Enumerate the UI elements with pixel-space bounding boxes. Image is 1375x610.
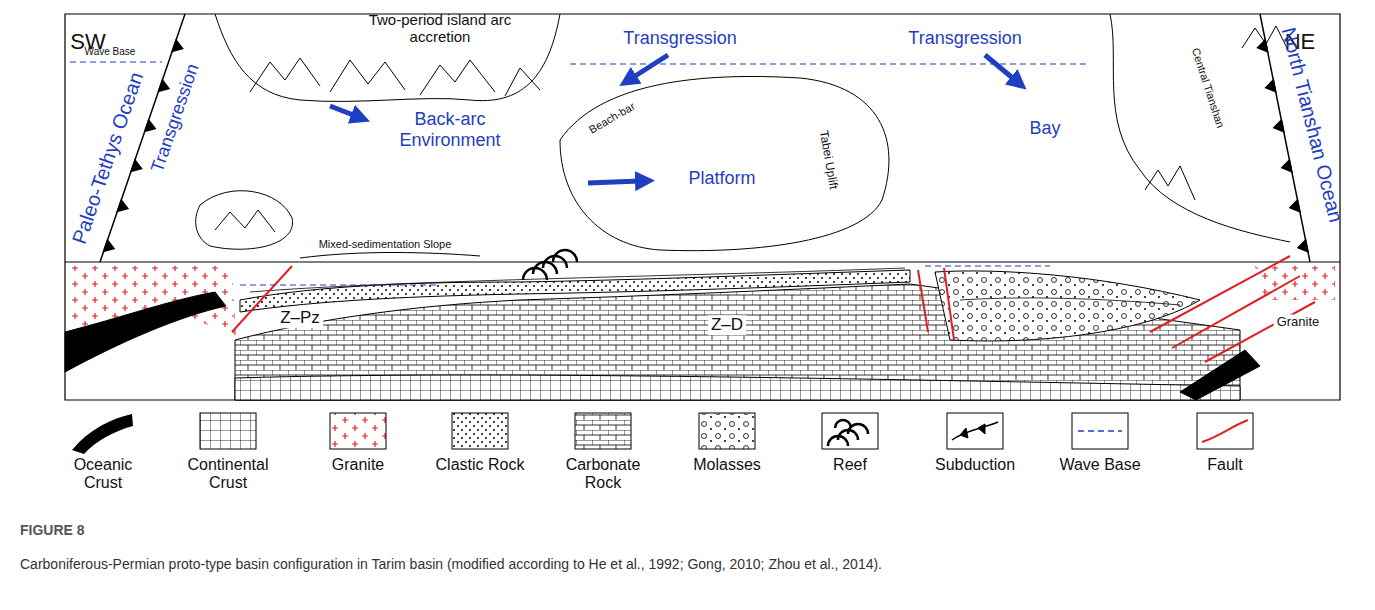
subduction-zones [100,14,1310,262]
cross-section [65,266,1335,400]
environment-label: Back-arc Environment [380,109,520,150]
figure-number: FIGURE 8 [20,522,85,538]
environment-label: Platform [688,168,755,189]
legend-text: Granite [310,456,406,474]
legend-text: Clastic Rock [432,456,528,474]
block-outline [65,14,1340,400]
legend-text: Subduction [927,456,1023,474]
transgression-arrows [330,55,1015,183]
legend-text: Oceanic Crust [55,456,151,493]
feature-label: Mixed-sedimentation Slope [319,238,452,251]
process-label: Transgression [623,28,736,49]
rock-label: Granite [1274,315,1323,330]
feature-label: Two-period island arc accretion [365,11,515,46]
process-label: Transgression [908,28,1021,49]
strata-label: Z–D [708,315,746,335]
legend-samples [72,413,1253,454]
legend-text: Carbonate Rock [555,456,651,493]
legend-text: Continental Crust [180,456,276,493]
faults [232,256,1315,362]
environment-label: Bay [1029,118,1060,139]
legend-swatch [72,414,133,454]
figure-caption: Carboniferous-Permian proto-type basin c… [20,556,1350,572]
wave-base-label: Wave Base [85,46,136,58]
legend-text: Wave Base [1052,456,1148,474]
legend-text: Fault [1177,456,1273,474]
legend-text: Molasses [679,456,775,474]
reef [523,250,577,280]
coastlines [196,14,1290,258]
strata-label: Z–Pz [277,308,323,328]
wave-base-lines [70,62,1090,285]
legend-text: Reef [802,456,898,474]
